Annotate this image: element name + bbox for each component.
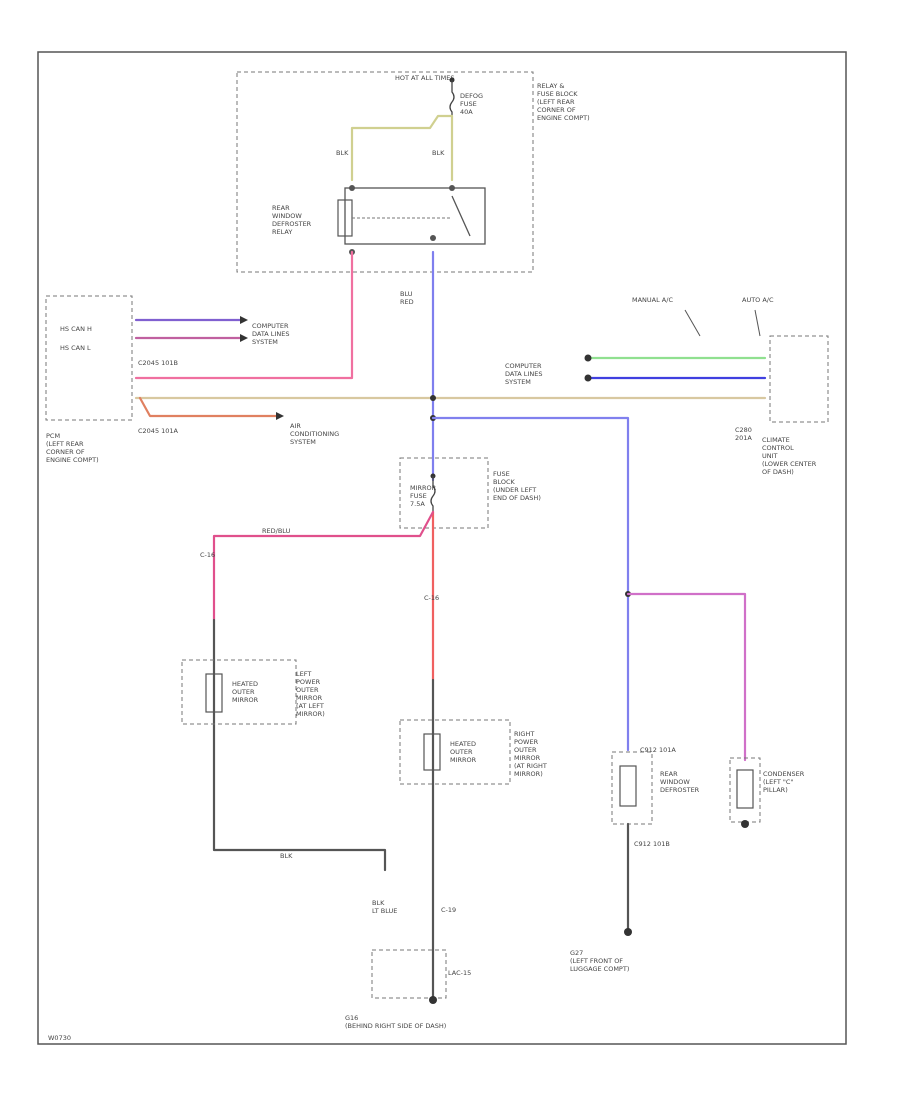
conn-c16-label: C2045 101B [138, 359, 178, 367]
arrow-can-l-left [240, 334, 248, 342]
auto-ac-leader [754, 309, 761, 337]
diagram-frame [37, 51, 847, 1045]
pcm-hs-can-h: HS CAN H [60, 325, 92, 333]
arrow-ac [276, 412, 284, 420]
mirror-fuse-symbol [430, 476, 436, 512]
c912-label: C912 101A [640, 746, 676, 754]
condenser-ground-dot [741, 820, 749, 828]
wire-label-blk-red-1: BLK [336, 149, 349, 157]
pcm-hs-can-l: HS CAN L [60, 344, 91, 352]
red-blu-label: RED/BLU [262, 527, 291, 535]
black-wire-left-mirror [212, 618, 387, 872]
relay-terminal-2 [449, 185, 455, 191]
c16-right-label: C-16 [424, 594, 439, 602]
yellow-wire-to-relay-coil [350, 114, 454, 182]
pink-wire-relay-to-pcm [134, 250, 354, 380]
wire-label-blk-red-2: BLK [432, 149, 445, 157]
relay-terminal-4 [430, 235, 436, 241]
rear-defroster-element [619, 765, 637, 807]
data-line-dot-1 [584, 354, 592, 362]
arrow-can-h-left [240, 316, 248, 324]
pcm-outline [45, 295, 133, 421]
right-mirror-outline [399, 719, 511, 785]
orange-wire-to-ac [138, 396, 278, 418]
c19-label: C-19 [441, 906, 456, 914]
manual-ac-label: MANUAL A/C [632, 296, 673, 304]
conn-c1-label: C2045 101A [138, 427, 179, 435]
c912-101b-label: C912 101B [634, 840, 670, 848]
hot-at-all-times-label: HOT AT ALL TIMES [395, 74, 455, 82]
magenta-wire-left-mirror [212, 510, 435, 622]
splice-dot-1 [430, 395, 436, 401]
condenser-outline [729, 757, 761, 823]
g27-ground-dot [624, 928, 632, 936]
data-line-dot-2 [584, 374, 592, 382]
relay-contact [451, 195, 471, 237]
rear-window-defroster-relay [344, 187, 486, 245]
condenser-label: CONDENSER(LEFT "C"PILLAR) [763, 770, 805, 794]
blue-wire-to-defroster [431, 416, 630, 752]
corner-code: W0730 [48, 1034, 71, 1042]
g16-ground-dot [429, 996, 437, 1004]
condenser-element [736, 769, 754, 809]
right-heater-element [423, 733, 441, 771]
g16-label: G16(BEHIND RIGHT SIDE OF DASH) [345, 1014, 446, 1030]
left-heater-element [205, 673, 223, 713]
magenta-wire-to-condenser [626, 592, 747, 762]
fuse-block-outline [399, 457, 489, 529]
c16-left-label: C-16 [200, 551, 215, 559]
relay-fuse-block-outline [236, 71, 534, 273]
defog-fuse-symbol [449, 80, 455, 116]
climate-control-outline [769, 335, 829, 423]
lac15-label: LAC-15 [448, 969, 471, 977]
left-mirror-outline [181, 659, 297, 725]
blk-wire-label: BLK [280, 852, 293, 860]
ground-joint-outline [371, 949, 447, 999]
auto-ac-label: AUTO A/C [742, 296, 774, 304]
rear-window-defroster-outline [611, 751, 653, 825]
relay-terminal-1 [349, 185, 355, 191]
manual-ac-leader [684, 309, 701, 337]
